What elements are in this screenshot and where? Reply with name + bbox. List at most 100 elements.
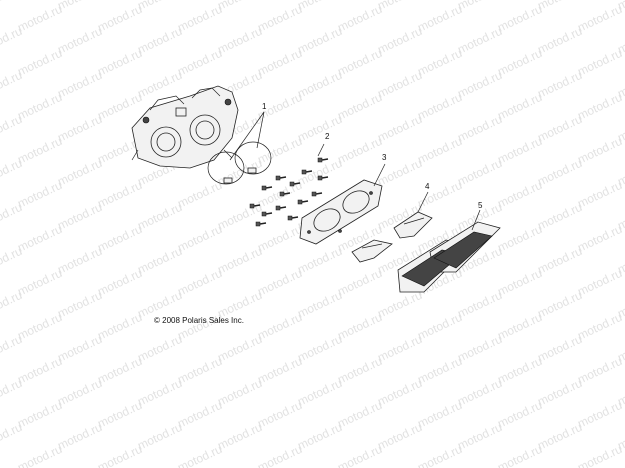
watermark-text: motod.ru [495, 134, 544, 167]
watermark-text: motod.ru [255, 442, 304, 468]
bolt-drawing [249, 157, 329, 227]
bolt-part [261, 185, 273, 191]
leader-lines [229, 111, 481, 231]
watermark-text: motod.ru [535, 376, 584, 409]
callout-5: 5 [478, 201, 483, 210]
watermark-text: motod.ru [135, 332, 184, 365]
watermark-text: motod.ru [15, 134, 64, 167]
watermark-text: motod.ru [15, 310, 64, 343]
watermark-text: motod.ru [335, 310, 384, 343]
watermark-text: motod.ru [375, 332, 424, 365]
watermark-text: motod.ru [255, 222, 304, 255]
watermark-text: motod.ru [495, 2, 544, 35]
watermark-text: motod.ru [55, 24, 104, 57]
watermark-text: motod.ru [455, 376, 504, 409]
watermark-text: motod.ru [175, 178, 224, 211]
watermark-text: motod.ru [215, 0, 264, 13]
watermark-text: motod.ru [455, 332, 504, 365]
watermark-text: motod.ru [95, 2, 144, 35]
watermark-text: motod.ru [575, 90, 624, 123]
watermark-text: motod.ru [575, 266, 624, 299]
watermark-text: motod.ru [455, 0, 504, 13]
reed-cage-drawing [351, 211, 433, 263]
watermark-text: motod.ru [55, 244, 104, 277]
watermark-text: motod.ru [535, 156, 584, 189]
watermark-text: motod.ru [175, 310, 224, 343]
watermark-text: motod.ru [295, 112, 344, 145]
watermark-text: motod.ru [335, 2, 384, 35]
bolt-part [297, 199, 309, 205]
watermark-text: motod.ru [255, 134, 304, 167]
watermark-text: motod.ru [375, 288, 424, 321]
watermark-text: motod.ru [455, 68, 504, 101]
watermark-text: motod.ru [495, 310, 544, 343]
watermark-text: motod.ru [415, 46, 464, 79]
watermark-text: motod.ru [375, 68, 424, 101]
watermark-text: motod.ru [455, 288, 504, 321]
watermark-text: motod.ru [495, 46, 544, 79]
watermark-text: motod.ru [95, 90, 144, 123]
watermark-text: motod.ru [535, 332, 584, 365]
watermark-text: motod.ru [535, 288, 584, 321]
watermark-text: motod.ru [335, 398, 384, 431]
watermark-text: motod.ru [535, 200, 584, 233]
bolt-part [311, 191, 323, 197]
watermark-text: motod.ru [15, 398, 64, 431]
watermark-text: motod.ru [55, 200, 104, 233]
watermark-text: motod.ru [135, 420, 184, 453]
watermark-text: motod.ru [415, 178, 464, 211]
watermark-text: motod.ru [535, 24, 584, 57]
watermark-text: motod.ru [15, 222, 64, 255]
watermark-text: motod.ru [415, 310, 464, 343]
bolt-part [317, 157, 329, 163]
watermark-text: motod.ru [95, 266, 144, 299]
watermark-text: motod.ru [455, 24, 504, 57]
watermark-text: motod.ru [455, 420, 504, 453]
watermark-text: motod.ru [135, 376, 184, 409]
watermark-text: motod.ru [15, 178, 64, 211]
watermark-text: motod.ru [415, 90, 464, 123]
throttle-body-drawing [131, 85, 239, 169]
watermark-text: motod.ru [295, 244, 344, 277]
copyright-notice: © 2008 Polaris Sales Inc. [154, 316, 244, 325]
watermark-text: motod.ru [55, 376, 104, 409]
watermark-text: motod.ru [55, 0, 104, 13]
watermark-text: motod.ru [335, 354, 384, 387]
watermark-text: motod.ru [295, 0, 344, 13]
watermark-text: motod.ru [295, 376, 344, 409]
watermark-text: motod.ru [215, 332, 264, 365]
watermark-text: motod.ru [55, 68, 104, 101]
watermark-text: motod.ru [415, 2, 464, 35]
reed-valve-drawing [397, 221, 501, 293]
watermark-text: motod.ru [15, 46, 64, 79]
watermark-text: motod.ru [375, 376, 424, 409]
watermark-text: motod.ru [575, 134, 624, 167]
watermark-text: motod.ru [575, 354, 624, 387]
watermark-text: motod.ru [295, 68, 344, 101]
watermark-text: motod.ru [495, 90, 544, 123]
bolt-part [255, 221, 267, 227]
watermark-text: motod.ru [215, 376, 264, 409]
watermark-text: motod.ru [575, 222, 624, 255]
bolt-part [287, 215, 299, 221]
watermark-text: motod.ru [215, 244, 264, 277]
bolt-part [261, 211, 273, 217]
watermark-text: motod.ru [255, 398, 304, 431]
watermark-text: motod.ru [535, 112, 584, 145]
watermark-text: motod.ru [55, 420, 104, 453]
watermark-text: motod.ru [335, 90, 384, 123]
watermark-text: motod.ru [495, 266, 544, 299]
watermark-text: motod.ru [495, 222, 544, 255]
watermark-text: motod.ru [375, 420, 424, 453]
watermark-text: motod.ru [535, 0, 584, 13]
watermark-text: motod.ru [215, 420, 264, 453]
watermark-text: motod.ru [495, 354, 544, 387]
watermark-text: motod.ru [175, 398, 224, 431]
watermark-text: motod.ru [175, 266, 224, 299]
watermark-text: motod.ru [175, 46, 224, 79]
watermark-text: motod.ru [95, 46, 144, 79]
watermark-text: motod.ru [95, 398, 144, 431]
watermark-text: motod.ru [15, 2, 64, 35]
watermark-text: motod.ru [55, 288, 104, 321]
